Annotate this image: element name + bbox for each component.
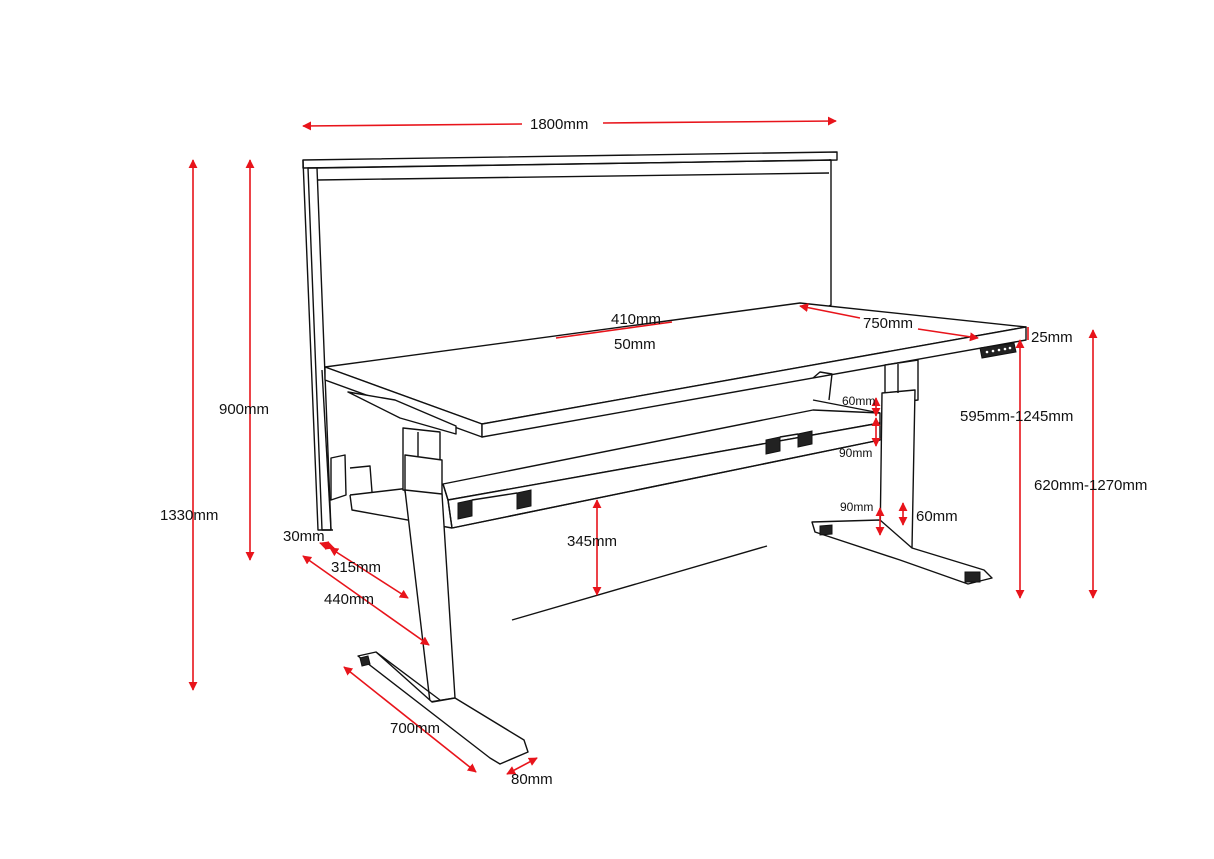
- label-column-depth: 90mm: [840, 500, 873, 514]
- label-foot-length: 700mm: [390, 720, 440, 737]
- leg-set-back-arrow: [302, 555, 430, 646]
- desk-illustration: [302, 151, 1027, 765]
- label-depth: 750mm: [863, 315, 913, 332]
- dimension-arrows: [188, 116, 1098, 775]
- label-leg-offset: 315mm: [331, 559, 381, 576]
- label-screen-offset: 50mm: [614, 336, 656, 353]
- dimension-labels: 1800mm 1330mm 900mm 410mm 50mm 750mm 25m…: [160, 116, 1147, 788]
- depth-arrow-left: [799, 303, 861, 319]
- label-screen-inset: 410mm: [611, 311, 661, 328]
- label-column-width: 60mm: [916, 508, 958, 525]
- label-beam-clearance: 345mm: [567, 533, 617, 550]
- screen-thickness-arrow: [319, 541, 335, 550]
- label-foot-width: 80mm: [511, 771, 553, 788]
- floor-line: [511, 545, 768, 621]
- depth-arrow-right: [917, 328, 979, 342]
- foot-length-arrow: [343, 666, 477, 773]
- label-width: 1800mm: [530, 116, 588, 133]
- label-beam-upper: 60mm: [842, 394, 875, 408]
- right-leg: [811, 359, 993, 585]
- privacy-screen: [302, 151, 838, 531]
- label-overall-height-range: 620mm-1270mm: [1034, 477, 1147, 494]
- label-desk-height-range: 595mm-1245mm: [960, 408, 1073, 425]
- label-screen-total-height: 1330mm: [160, 507, 218, 524]
- foot-width-arrow: [506, 757, 538, 775]
- label-screen-thickness: 30mm: [283, 528, 325, 545]
- width-arrow-right: [602, 116, 837, 126]
- desk-top: [324, 302, 1027, 438]
- label-beam-lower: 90mm: [839, 446, 872, 460]
- label-top-thickness: 25mm: [1031, 329, 1073, 346]
- screen-inset-arrow: [555, 321, 673, 339]
- width-arrow-left: [302, 121, 523, 131]
- label-leg-set-back: 440mm: [324, 591, 374, 608]
- label-screen-top-height: 900mm: [219, 401, 269, 418]
